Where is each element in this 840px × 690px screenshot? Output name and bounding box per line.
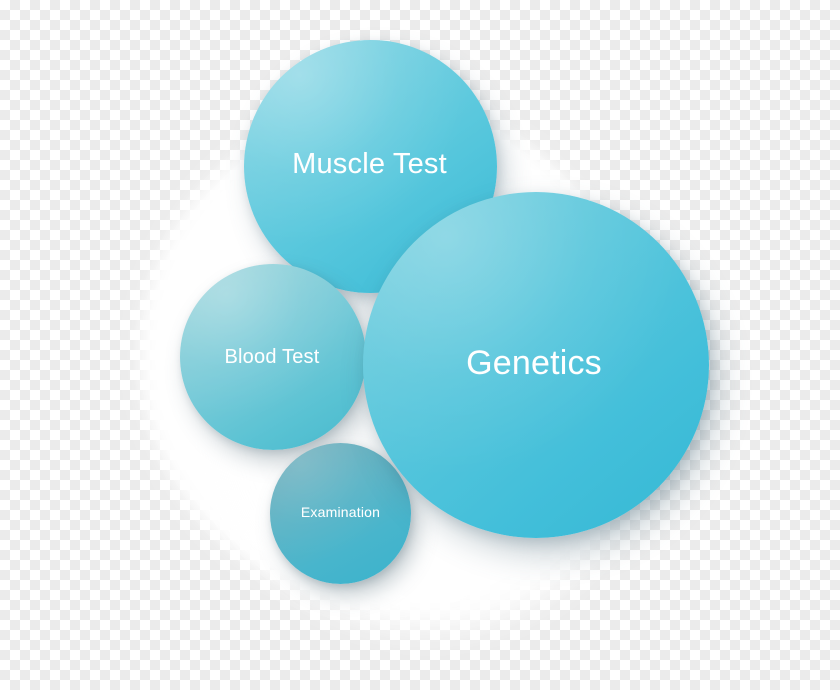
bubble-genetics-label: Genetics [466, 344, 602, 383]
bubble-blood-test-label: Blood Test [224, 346, 320, 368]
bubble-muscle-test-label: Muscle Test [292, 147, 447, 180]
bubble-examination[interactable]: Examination [270, 443, 411, 584]
bubble-genetics[interactable]: Genetics [363, 192, 709, 538]
bubble-examination-label: Examination [300, 503, 381, 520]
bubble-blood-test[interactable]: Blood Test [180, 264, 366, 450]
